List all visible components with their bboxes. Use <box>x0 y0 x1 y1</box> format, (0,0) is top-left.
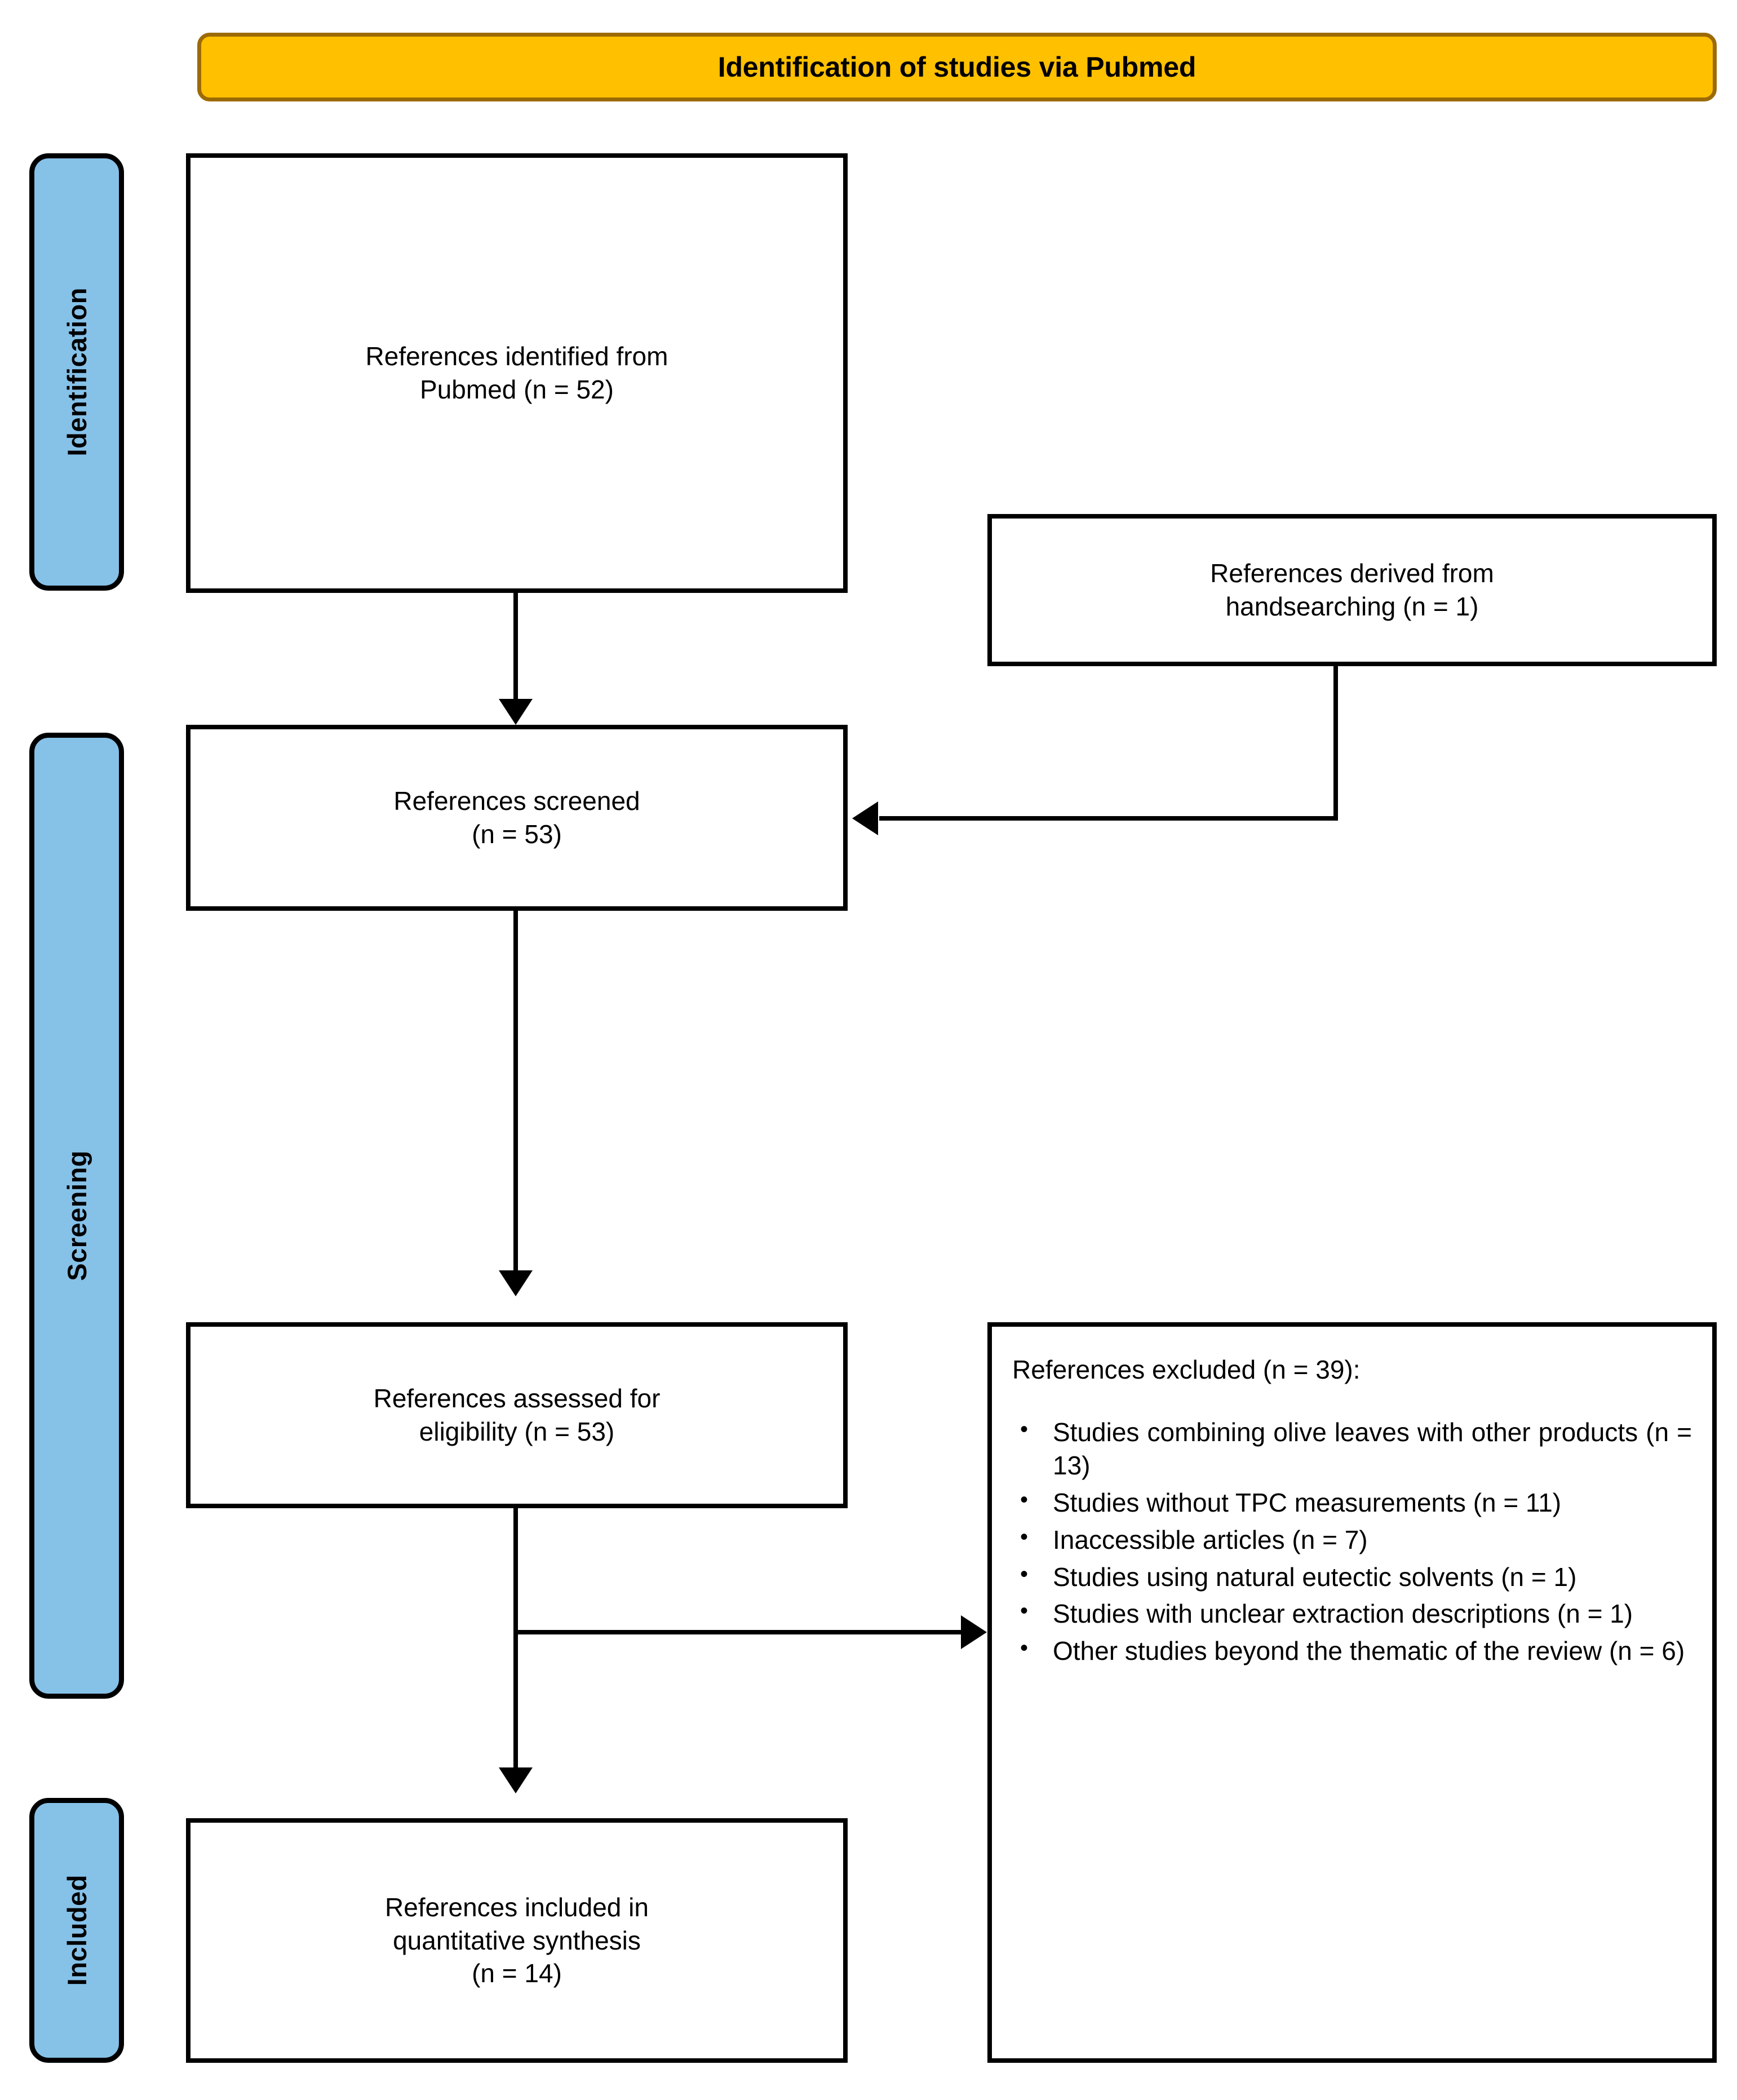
connector-screened-to-eligibility-arrowhead <box>499 1270 533 1296</box>
diagram-title: Identification of studies via Pubmed <box>717 51 1197 83</box>
excluded-reason-item: Studies using natural eutectic solvents … <box>1012 1560 1692 1594</box>
excluded-reason-item: Studies combining olive leaves with othe… <box>1012 1415 1692 1483</box>
box-references-identified: References identified from Pubmed (n = 5… <box>186 153 848 593</box>
connector-eligibility-to-excluded-line <box>516 1630 961 1634</box>
excluded-reason-item: Studies without TPC measurements (n = 11… <box>1012 1485 1692 1520</box>
box-references-screened-text: References screened (n = 53) <box>393 786 640 849</box>
excluded-reason-item: Other studies beyond the thematic of the… <box>1012 1633 1692 1668</box>
connector-handsearch-vertical-line <box>1333 666 1338 821</box>
box-references-included: References included in quantitative synt… <box>186 1818 848 2063</box>
excluded-title: References excluded (n = 39): <box>1012 1355 1361 1384</box>
connector-screened-to-eligibility-line <box>513 911 518 1271</box>
stage-label-included: Included <box>29 1798 124 2063</box>
stage-label-identification-text: Identification <box>61 287 92 457</box>
connector-handsearch-to-screened-arrowhead <box>852 801 878 835</box>
connector-handsearch-horizontal-line <box>879 816 1338 821</box>
stage-label-screening: Screening <box>29 733 124 1699</box>
connector-eligibility-to-excluded-arrowhead <box>961 1615 987 1649</box>
stage-label-screening-text: Screening <box>61 1150 92 1281</box>
box-references-identified-text: References identified from Pubmed (n = 5… <box>365 342 668 404</box>
stage-label-identification: Identification <box>29 153 124 591</box>
box-references-screened: References screened (n = 53) <box>186 725 848 911</box>
box-references-handsearching: References derived from handsearching (n… <box>987 514 1717 666</box>
box-references-assessed-eligibility-text: References assessed for eligibility (n =… <box>373 1384 661 1446</box>
box-references-excluded: References excluded (n = 39): Studies co… <box>987 1322 1717 2063</box>
box-references-handsearching-text: References derived from handsearching (n… <box>1210 559 1494 621</box>
diagram-header-banner: Identification of studies via Pubmed <box>197 33 1717 101</box>
connector-identified-to-screened-arrowhead <box>499 699 533 725</box>
excluded-reason-list: Studies combining olive leaves with othe… <box>1012 1415 1692 1669</box>
stage-label-included-text: Included <box>61 1875 92 1986</box>
connector-eligibility-to-included-arrowhead <box>499 1767 533 1793</box>
excluded-reason-item: Inaccessible articles (n = 7) <box>1012 1522 1692 1557</box>
connector-eligibility-to-included-line <box>513 1508 518 1790</box>
box-references-included-text: References included in quantitative synt… <box>385 1892 649 1988</box>
excluded-reason-item: Studies with unclear extraction descript… <box>1012 1596 1692 1631</box>
connector-identified-to-screened-line <box>513 593 518 700</box>
box-references-assessed-eligibility: References assessed for eligibility (n =… <box>186 1322 848 1508</box>
